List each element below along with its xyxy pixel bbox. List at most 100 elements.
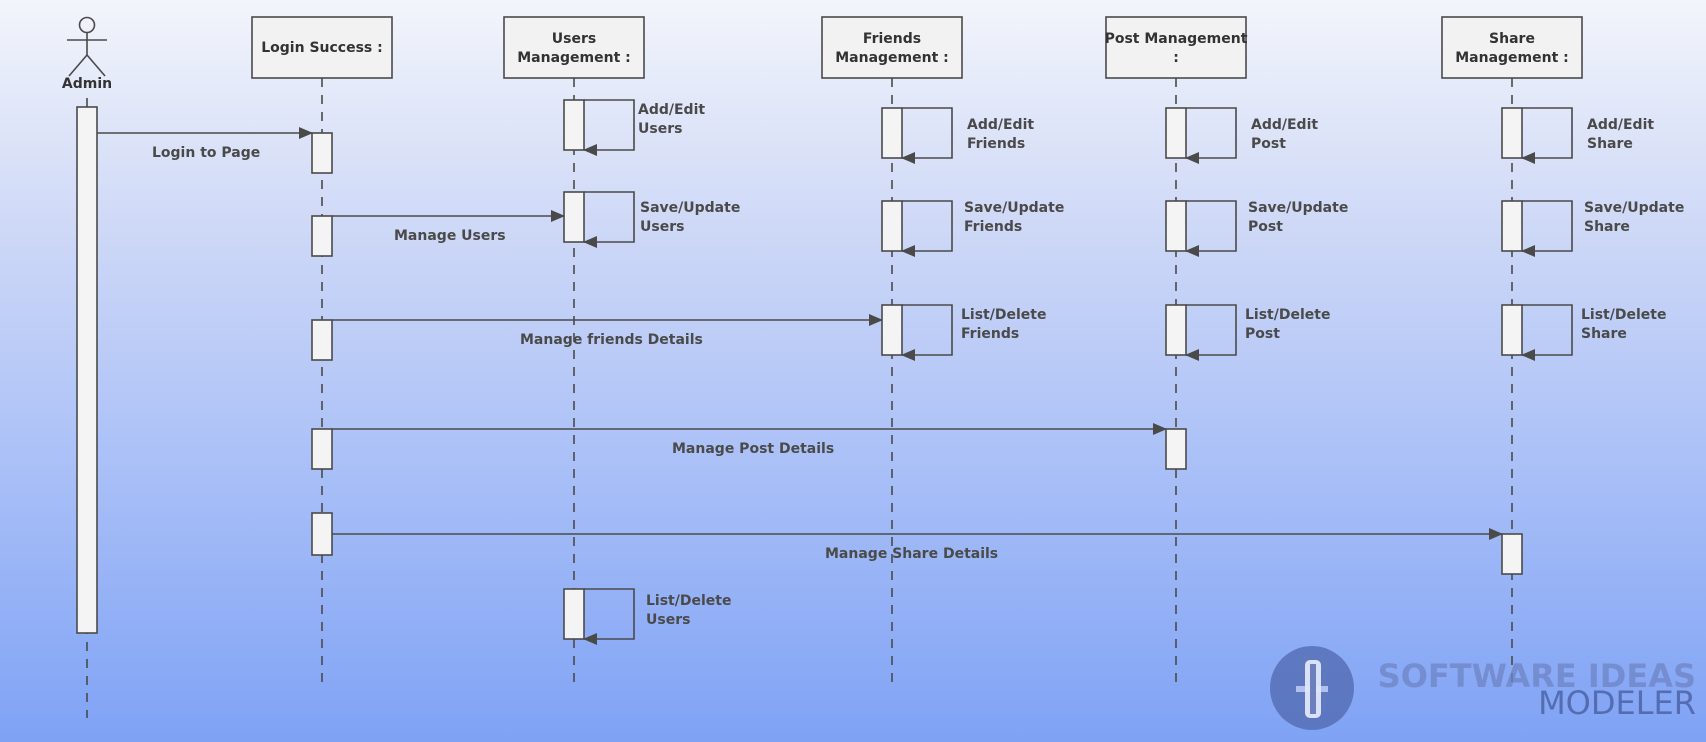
message-label: Manage Post Details xyxy=(672,441,834,457)
self-call-label-line1: Add/Edit xyxy=(1587,117,1654,133)
message-label: Login to Page xyxy=(152,145,260,161)
lifelines xyxy=(86,78,1513,718)
participant-users[interactable]: Users Management : xyxy=(503,16,645,79)
activation-friends-1[interactable] xyxy=(881,107,903,159)
activation-post-2[interactable] xyxy=(1165,200,1187,252)
activation-post-4[interactable] xyxy=(1165,428,1187,470)
self-call-friends-save-update[interactable]: Save/Update Friends xyxy=(901,200,1064,257)
self-call-label-line1: Add/Edit xyxy=(638,102,705,118)
participant-login[interactable]: Login Success : xyxy=(251,16,393,79)
participant-title: Login Success : xyxy=(261,40,382,56)
self-call-label-line2: Post xyxy=(1251,136,1286,152)
self-call-label-line1: Add/Edit xyxy=(1251,117,1318,133)
participant-title-line1: Share xyxy=(1489,31,1535,47)
message-manage-post[interactable]: Manage Post Details xyxy=(332,423,1167,457)
activation-share-1[interactable] xyxy=(1501,107,1523,159)
message-login-to-page[interactable]: Login to Page xyxy=(97,127,313,161)
self-call-post-save-update[interactable]: Save/Update Post xyxy=(1185,200,1348,257)
message-manage-share[interactable]: Manage Share Details xyxy=(332,528,1503,562)
self-call-label-line2: Friends xyxy=(961,326,1019,342)
message-manage-users[interactable]: Manage Users xyxy=(332,210,565,244)
activation-friends-3[interactable] xyxy=(881,304,903,356)
self-call-share-list-delete[interactable]: List/Delete Share xyxy=(1521,304,1666,361)
actor-head xyxy=(78,16,96,34)
message-label: Manage Share Details xyxy=(825,546,998,562)
watermark-subtitle: MODELER xyxy=(1538,684,1696,722)
self-call-label-line1: List/Delete xyxy=(1581,307,1666,323)
activation-login-1[interactable] xyxy=(311,132,333,174)
self-call-label-line2: Share xyxy=(1581,326,1627,342)
activation-share-4[interactable] xyxy=(1501,533,1523,575)
participant-box xyxy=(251,16,393,79)
activation-login-2[interactable] xyxy=(311,215,333,257)
self-call-post-add-edit[interactable]: Add/Edit Post xyxy=(1185,107,1318,164)
self-call-arrow xyxy=(583,191,635,248)
self-call-label-line1: Save/Update xyxy=(1584,200,1684,216)
self-call-users-add-edit[interactable]: Add/Edit Users xyxy=(583,99,705,156)
self-call-arrow xyxy=(1521,107,1573,164)
self-call-arrow xyxy=(1185,107,1237,164)
activation-post-3[interactable] xyxy=(1165,304,1187,356)
self-call-arrow xyxy=(583,99,635,156)
activation-login-5[interactable] xyxy=(311,512,333,556)
self-call-arrow xyxy=(901,107,953,164)
activation-share-3[interactable] xyxy=(1501,304,1523,356)
self-call-arrow xyxy=(1185,304,1237,361)
self-call-label-line2: Share xyxy=(1587,136,1633,152)
participant-title-line1: Post Management xyxy=(1105,31,1248,47)
participant-share[interactable]: Share Management : xyxy=(1441,16,1583,79)
activation-users-2[interactable] xyxy=(563,191,585,243)
self-call-users-list-delete[interactable]: List/Delete Users xyxy=(583,588,731,645)
actor-admin[interactable]: Admin xyxy=(62,16,112,93)
self-call-label-line2: Share xyxy=(1584,219,1630,235)
self-call-label-line1: Add/Edit xyxy=(967,117,1034,133)
message-label: Manage friends Details xyxy=(520,332,703,348)
self-call-label-line2: Post xyxy=(1248,219,1283,235)
self-call-label-line2: Users xyxy=(640,219,684,235)
participant-box xyxy=(1441,16,1583,79)
activation-users-3[interactable] xyxy=(563,588,585,640)
self-call-friends-list-delete[interactable]: List/Delete Friends xyxy=(901,304,1046,361)
actor-leg-left xyxy=(68,54,88,77)
self-call-share-add-edit[interactable]: Add/Edit Share xyxy=(1521,107,1654,164)
self-call-label-line1: List/Delete xyxy=(646,593,731,609)
activation-post-1[interactable] xyxy=(1165,107,1187,159)
self-call-arrow xyxy=(1185,200,1237,257)
participant-post[interactable]: Post Management : xyxy=(1105,16,1248,79)
activation-share-2[interactable] xyxy=(1501,200,1523,252)
self-call-share-save-update[interactable]: Save/Update Share xyxy=(1521,200,1684,257)
self-call-post-list-delete[interactable]: List/Delete Post xyxy=(1185,304,1330,361)
self-call-arrow xyxy=(901,304,953,361)
participant-box xyxy=(821,16,963,79)
participant-friends[interactable]: Friends Management : xyxy=(821,16,963,79)
self-call-arrow xyxy=(901,200,953,257)
participant-box xyxy=(1105,16,1247,79)
activation-login-3[interactable] xyxy=(311,319,333,361)
self-call-friends-add-edit[interactable]: Add/Edit Friends xyxy=(901,107,1034,164)
participant-title-line1: Friends xyxy=(863,31,921,47)
participant-title-line2: Management : xyxy=(517,50,631,66)
message-label: Manage Users xyxy=(394,228,506,244)
actor-label: Admin xyxy=(62,76,112,92)
self-call-label-line2: Friends xyxy=(967,136,1025,152)
self-call-label-line2: Post xyxy=(1245,326,1280,342)
message-manage-friends[interactable]: Manage friends Details xyxy=(332,314,883,348)
self-call-arrow xyxy=(583,588,635,645)
activation-friends-2[interactable] xyxy=(881,200,903,252)
watermark: SOFTWARE IDEAS MODELER xyxy=(1270,646,1696,730)
participant-title-line2: Management : xyxy=(1455,50,1569,66)
self-call-arrow xyxy=(1521,304,1573,361)
self-call-label-line1: Save/Update xyxy=(1248,200,1348,216)
self-call-label-line1: Save/Update xyxy=(964,200,1064,216)
participant-title-line2: : xyxy=(1173,50,1179,66)
activation-admin[interactable] xyxy=(76,106,98,634)
self-call-label-line1: Save/Update xyxy=(640,200,740,216)
activation-users-1[interactable] xyxy=(563,99,585,151)
self-call-label-line1: List/Delete xyxy=(1245,307,1330,323)
self-call-users-save-update[interactable]: Save/Update Users xyxy=(583,191,740,248)
watermark-logo-icon xyxy=(1270,646,1354,730)
self-call-label-line2: Friends xyxy=(964,219,1022,235)
activation-login-4[interactable] xyxy=(311,428,333,470)
self-call-label-line2: Users xyxy=(646,612,690,628)
